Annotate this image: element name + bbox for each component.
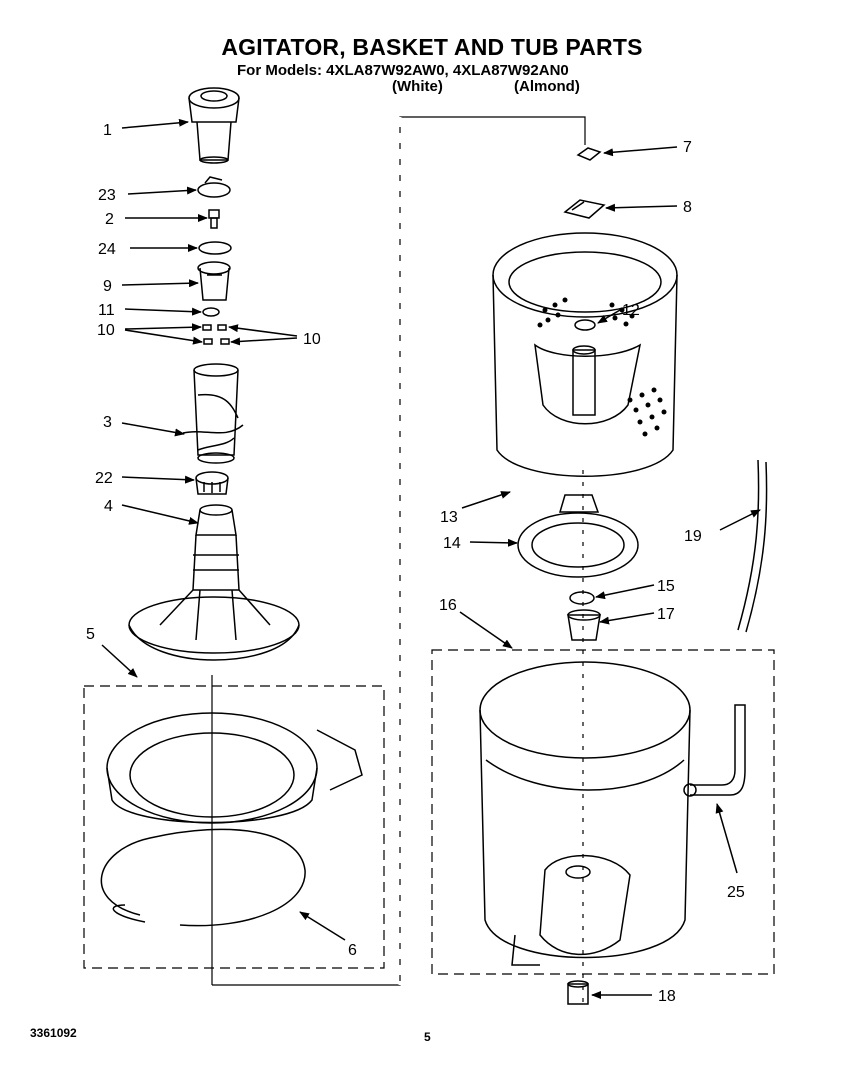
leader-4	[121, 504, 199, 525]
leader-10a1	[124, 323, 202, 332]
callout-22: 22	[95, 470, 113, 487]
part-basket	[492, 232, 678, 477]
callout-23: 23	[98, 187, 116, 204]
leader-1	[121, 118, 189, 129]
part-dispenser	[188, 87, 240, 164]
basket-holes	[537, 297, 667, 437]
part-8	[563, 199, 606, 219]
part-25	[683, 704, 746, 797]
part-10	[202, 324, 230, 345]
callout-8: 8	[683, 199, 692, 216]
page-number: 5	[424, 1030, 431, 1044]
leader-13	[461, 491, 511, 509]
variant-almond: (Almond)	[514, 78, 580, 95]
callout-13: 13	[440, 509, 458, 526]
leader-23	[127, 186, 197, 195]
callout-15: 15	[657, 578, 675, 595]
leader-6	[299, 911, 346, 941]
part-14	[517, 494, 639, 578]
leader-15	[595, 584, 655, 600]
leader-8	[605, 203, 678, 212]
leader-3	[121, 422, 185, 437]
part-11	[202, 307, 220, 317]
leader-5	[101, 644, 138, 678]
callout-10-left: 10	[97, 322, 115, 339]
callout-11: 11	[98, 302, 115, 319]
part-17	[567, 609, 601, 641]
part-24	[198, 241, 232, 255]
callout-19: 19	[684, 528, 702, 545]
callout-24: 24	[98, 241, 116, 258]
callout-25: 25	[727, 884, 745, 901]
leader-9	[121, 279, 199, 288]
part-18	[567, 980, 589, 1005]
part-22	[195, 471, 229, 495]
leader-16	[459, 611, 513, 649]
leader-7	[603, 146, 678, 157]
leader-10b1	[228, 324, 298, 337]
leader-12	[597, 309, 621, 324]
part-7	[576, 147, 602, 161]
part-tub	[479, 661, 691, 966]
callout-10-right: 10	[303, 331, 321, 348]
callout-14: 14	[443, 535, 461, 552]
part-23	[197, 176, 231, 198]
doc-number: 3361092	[30, 1026, 77, 1040]
leader-17	[599, 612, 655, 625]
models-line: For Models: 4XLA87W92AW0, 4XLA87W92AN0	[237, 62, 569, 79]
callout-1: 1	[103, 122, 112, 139]
leader-25	[715, 803, 738, 874]
callout-5: 5	[86, 626, 95, 643]
part-2	[208, 209, 220, 229]
callout-6: 6	[348, 942, 357, 959]
variant-white: (White)	[392, 78, 443, 95]
part-6	[100, 828, 306, 927]
callout-3: 3	[103, 414, 112, 431]
part-15	[569, 591, 595, 605]
leader-11	[124, 307, 202, 316]
leader-10b2	[230, 337, 298, 346]
leader-10a2	[124, 329, 203, 345]
callout-16: 16	[439, 597, 457, 614]
callout-2: 2	[105, 211, 114, 228]
leader-22	[121, 475, 195, 484]
page-title: AGITATOR, BASKET AND TUB PARTS	[221, 34, 643, 60]
part-auger	[182, 363, 244, 464]
callout-4: 4	[104, 498, 113, 515]
leader-14	[469, 538, 518, 547]
callout-18: 18	[658, 988, 676, 1005]
group-box-5	[83, 685, 385, 969]
group-box-16	[431, 649, 775, 975]
part-19	[737, 459, 768, 633]
callout-12: 12	[622, 302, 640, 319]
callout-17: 17	[657, 606, 675, 623]
leader-19	[719, 509, 761, 531]
part-9	[197, 261, 231, 301]
part-ring	[106, 712, 363, 824]
callout-7: 7	[683, 139, 692, 156]
part-agitator	[128, 504, 300, 661]
callout-9: 9	[103, 278, 112, 295]
